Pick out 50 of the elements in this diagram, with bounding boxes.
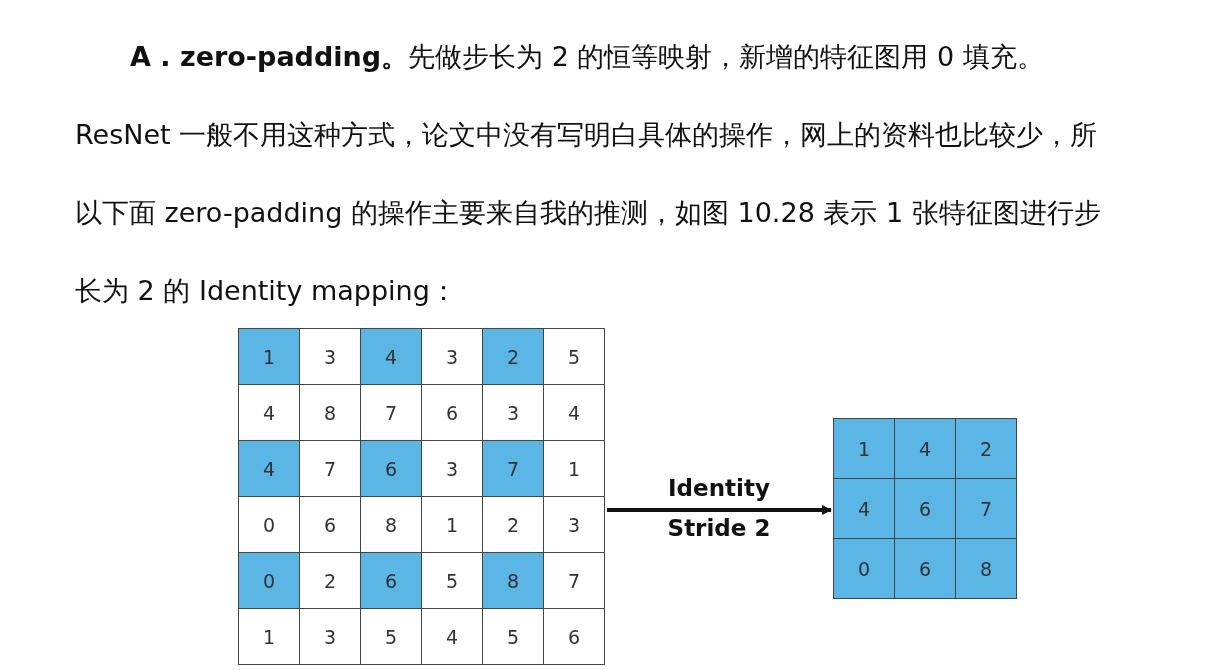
grid-cell: 8 [956,539,1016,598]
grid-cell: 8 [361,497,421,552]
grid-cell: 6 [300,497,360,552]
grid-cell: 8 [483,553,543,608]
grid-cell: 2 [483,497,543,552]
grid-cell: 1 [239,609,299,664]
grid-cell: 2 [483,329,543,384]
grid-cell: 3 [544,497,604,552]
grid-cell: 6 [895,539,955,598]
grid-cell: 1 [544,441,604,496]
grid-cell: 5 [361,609,421,664]
grid-cell: 2 [956,419,1016,478]
grid-cell: 0 [239,497,299,552]
grid-cell: 4 [239,441,299,496]
grid-cell: 3 [422,441,482,496]
grid-cell: 1 [239,329,299,384]
grid-cell: 5 [544,329,604,384]
grid-cell: 7 [361,385,421,440]
grid-cell: 3 [483,385,543,440]
grid-cell: 5 [483,609,543,664]
grid-cell: 8 [300,385,360,440]
feature-map-grid [238,328,605,665]
grid-cell: 7 [483,441,543,496]
grid-cell: 5 [422,553,482,608]
arrow [607,505,832,515]
grid-cell: 4 [895,419,955,478]
grid-cell: 2 [300,553,360,608]
grid-cell: 1 [834,419,894,478]
grid-cell: 7 [300,441,360,496]
grid-cell: 4 [544,385,604,440]
grid-cell: 4 [361,329,421,384]
grid-cell: 0 [239,553,299,608]
grid-cell: 7 [544,553,604,608]
grid-cell: 6 [361,441,421,496]
grid-cell: 3 [300,609,360,664]
grid-cell: 4 [239,385,299,440]
grid-cell: 4 [834,479,894,538]
edge-label: Identity Stride 2 [666,474,772,543]
grid-cell: 4 [422,609,482,664]
grid-cell: 0 [834,539,894,598]
feature-map-grid [833,418,1017,599]
grid-cell: 6 [895,479,955,538]
grid-cell: 6 [422,385,482,440]
grid-cell: 3 [300,329,360,384]
paragraph: A . zero-padding。先做步长为 2 的恒等映射，新增的特征图用 0 填充。ResNet 一般不用这种方式，论文中没有写明白具体的操作，网上的资料也比较少，所以下面 zero-padding 的操作主要来自我的推测，如图 10.28 表示 1 张特征图进行步长为 2 的 Identity mapping： [75,40,1102,308]
grid-cell: 3 [422,329,482,384]
grid-cell: 7 [956,479,1016,538]
grid-cell: 6 [544,609,604,664]
grid-cell: 6 [361,553,421,608]
grid-cell: 1 [422,497,482,552]
